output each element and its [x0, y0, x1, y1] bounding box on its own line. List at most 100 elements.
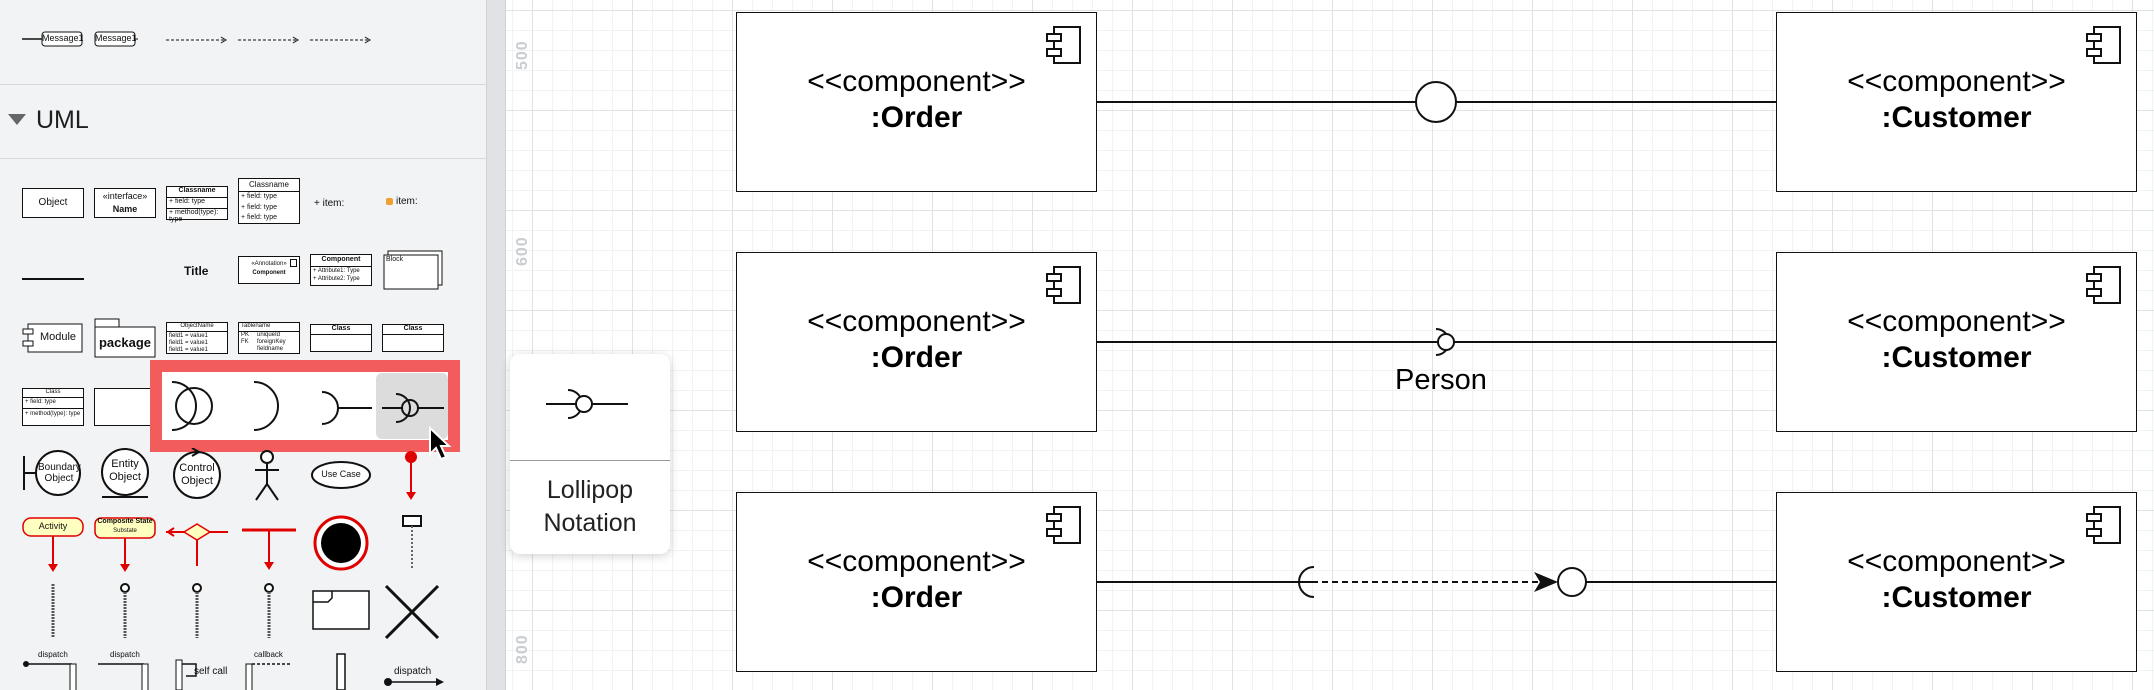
sidebar-shape-class-simple-2[interactable]: Class — [382, 324, 444, 352]
shape-label: Use Case — [321, 469, 361, 479]
sidebar-shape-include-arrow[interactable] — [166, 32, 228, 48]
sidebar-shape-dispatch-1[interactable]: dispatch — [22, 650, 84, 690]
component-name: :Order — [870, 581, 963, 614]
component-order-1[interactable]: <<component>> :Order — [736, 12, 1097, 192]
sidebar-shape-frame[interactable] — [312, 590, 370, 630]
component-icon — [1046, 266, 1081, 304]
sidebar-shape-destroy[interactable] — [384, 584, 440, 640]
sidebar-shape-socket[interactable] — [318, 390, 374, 426]
component-name: :Order — [870, 341, 963, 374]
sidebar-shape-table[interactable]: Tablename PK uniqueId FK foreignKey fiel… — [238, 322, 300, 354]
component-customer-2[interactable]: <<component>> :Customer — [1776, 252, 2137, 432]
hovered-shape-cell[interactable] — [376, 373, 448, 439]
shape-label: + Attribute2: Type — [313, 276, 360, 282]
sidebar-shape-activity[interactable]: Activity — [22, 516, 84, 572]
shape-label: FK — [241, 339, 249, 345]
shape-label: + field: type — [241, 193, 277, 200]
component-icon — [2086, 26, 2121, 64]
sidebar-shape-module[interactable]: Module — [22, 322, 84, 354]
component-customer-1[interactable]: <<component>> :Customer — [1776, 12, 2137, 192]
shape-label: Classname — [248, 180, 289, 189]
component-stereotype: <<component>> — [1847, 65, 2066, 98]
shape-sidebar: Message1 Message1 UML Object «interface»… — [0, 0, 486, 690]
shape-label: «interface» — [102, 191, 148, 201]
sidebar-shape-line[interactable] — [22, 268, 84, 280]
shape-label: + field: type — [241, 214, 277, 221]
sidebar-shape-lifeline-box[interactable] — [400, 514, 424, 570]
component-name: :Customer — [1881, 101, 2032, 134]
component-icon — [2086, 266, 2121, 304]
sidebar-shape-dispatch-3[interactable]: dispatch — [382, 666, 446, 690]
uml-section-title[interactable]: UML — [36, 106, 89, 134]
tooltip-label-line: Lollipop — [546, 476, 634, 504]
shape-label: Substate — [113, 528, 137, 534]
component-stereotype: <<component>> — [807, 305, 1026, 338]
sidebar-shape-interface[interactable]: «interface» Name — [94, 188, 156, 218]
sidebar-shape-lifeline-1[interactable] — [48, 582, 58, 638]
sidebar-shape-object-instance[interactable]: ObjectName field1 = value1 field1 = valu… — [166, 322, 228, 354]
sidebar-shape-annotation[interactable]: «Annotation» Component — [238, 256, 300, 284]
sidebar-shape-class-methods[interactable]: Class + field: type + method(type): type — [22, 388, 84, 426]
sidebar-shape-realize-arrow[interactable] — [310, 32, 372, 48]
collapse-caret-icon[interactable] — [8, 114, 26, 125]
sidebar-shape-callback[interactable]: callback — [238, 650, 300, 690]
shape-label: Activity — [38, 521, 68, 531]
sidebar-shape-extend-arrow[interactable] — [238, 32, 300, 48]
connector-provided-interface[interactable] — [1097, 81, 1776, 123]
message-label: Message1 — [95, 33, 137, 43]
component-name: :Customer — [1881, 341, 2032, 374]
sidebar-shape-item-icon[interactable]: item: — [386, 196, 436, 210]
sidebar-shape-fork[interactable] — [238, 526, 300, 572]
component-name: :Order — [870, 101, 963, 134]
shape-label: + Attribute1: Type — [313, 268, 360, 274]
connector-lollipop[interactable] — [1097, 328, 1776, 356]
sidebar-shape-boundary-object[interactable]: Boundary Object — [22, 448, 84, 498]
connectors-layer — [1097, 81, 1776, 598]
component-order-2[interactable]: <<component>> :Order — [736, 252, 1097, 432]
component-order-3[interactable]: <<component>> :Order — [736, 492, 1097, 672]
sidebar-shape-required-interface[interactable] — [242, 380, 294, 432]
sidebar-shape-lifeline-4[interactable] — [262, 582, 276, 638]
sidebar-shape-interface-fields[interactable] — [94, 388, 156, 426]
sidebar-shape-block[interactable]: Block — [382, 250, 444, 292]
sidebar-shape-class-simple[interactable]: Class — [310, 324, 372, 352]
sidebar-shape-object[interactable]: Object — [22, 188, 84, 218]
shape-label: Class — [45, 389, 61, 395]
lock-icon — [386, 198, 393, 205]
sidebar-shape-provided-interface[interactable] — [166, 380, 228, 432]
sidebar-divider — [0, 158, 486, 159]
sidebar-shape-class[interactable]: Classname + field: type + method(type): … — [166, 186, 228, 223]
sidebar-shape-package[interactable]: package — [94, 318, 156, 358]
shape-preview-tooltip: Lollipop Notation — [510, 354, 670, 554]
sidebar-shape-item[interactable]: + item: — [314, 198, 345, 209]
shape-label: self call — [194, 666, 228, 677]
sidebar-splitter[interactable] — [486, 0, 506, 690]
component-customer-3[interactable]: <<component>> :Customer — [1776, 492, 2137, 672]
shape-label: field1 = value1 — [169, 347, 208, 353]
sidebar-shape-composite-state[interactable]: Composite State Substate — [94, 516, 156, 572]
sidebar-shape-final-state[interactable] — [312, 514, 370, 572]
sidebar-shape-message-2[interactable]: Message1 — [94, 28, 138, 50]
sidebar-shape-component-attrs[interactable]: Component + Attribute1: Type + Attribute… — [310, 254, 372, 286]
connector-dependency[interactable] — [1097, 566, 1776, 598]
sidebar-shape-use-case[interactable]: Use Case — [310, 460, 372, 490]
sidebar-shape-lollipop[interactable] — [380, 390, 446, 426]
sidebar-shape-decision[interactable] — [166, 520, 228, 570]
sidebar-shape-title[interactable]: Title — [184, 264, 209, 278]
sidebar-shape-lifeline-3[interactable] — [190, 582, 204, 638]
sidebar-shape-dispatch-2[interactable]: dispatch — [94, 650, 156, 690]
sidebar-shape-lifeline-2[interactable] — [118, 582, 132, 638]
shape-label: Component — [321, 256, 361, 263]
sidebar-shape-control-object[interactable]: Control Object — [170, 447, 224, 500]
diagram-canvas[interactable]: 500 600 800 Person <<component> — [506, 0, 2154, 690]
component-stereotype: <<component>> — [807, 545, 1026, 578]
sidebar-shape-initial-flow[interactable] — [404, 450, 418, 502]
sidebar-shape-entity-object[interactable]: Entity Object — [98, 446, 152, 500]
connector-label-person[interactable]: Person — [1395, 364, 1487, 396]
sidebar-shape-actor[interactable] — [252, 450, 282, 502]
sidebar-shape-class-fields[interactable]: Classname + field: type + field: type + … — [238, 178, 300, 224]
sidebar-shape-activation[interactable] — [334, 652, 348, 690]
sidebar-shape-self-call[interactable]: self call — [166, 658, 228, 690]
sidebar-shape-message-1[interactable]: Message1 — [22, 28, 84, 50]
shape-label: PK — [241, 332, 250, 338]
